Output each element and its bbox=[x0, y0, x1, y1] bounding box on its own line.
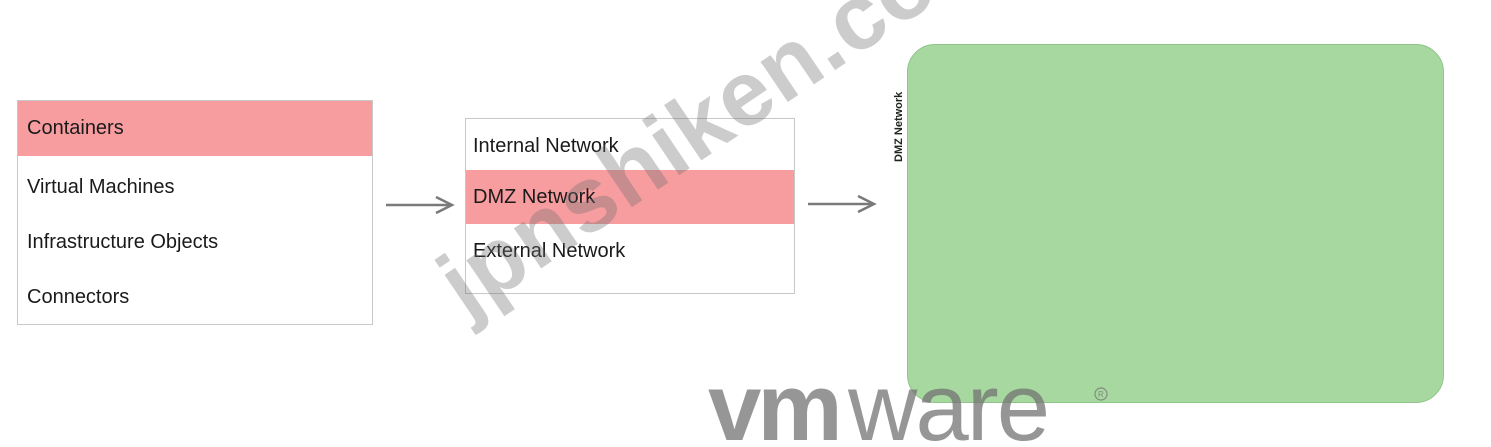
network-item-external[interactable]: External Network bbox=[473, 240, 626, 262]
network-item-internal[interactable]: Internal Network bbox=[473, 135, 619, 157]
network-item-dmz[interactable]: DMZ Network bbox=[466, 170, 794, 224]
dmz-network-zone[interactable] bbox=[907, 44, 1444, 403]
network-list: Internal Network DMZ Network External Ne… bbox=[465, 118, 795, 294]
dmz-zone-label: DMZ Network bbox=[893, 91, 905, 162]
list-item-connectors[interactable]: Connectors bbox=[27, 286, 130, 308]
list-item-virtual-machines[interactable]: Virtual Machines bbox=[27, 176, 175, 198]
list-item-infrastructure-objects[interactable]: Infrastructure Objects bbox=[27, 231, 219, 253]
list-item-containers[interactable]: Containers bbox=[18, 101, 372, 156]
component-list: Containers Virtual Machines Infrastructu… bbox=[17, 100, 373, 325]
arrow-right-icon bbox=[808, 194, 877, 214]
arrow-right-icon bbox=[386, 195, 455, 215]
svg-text:vm: vm bbox=[708, 360, 839, 447]
